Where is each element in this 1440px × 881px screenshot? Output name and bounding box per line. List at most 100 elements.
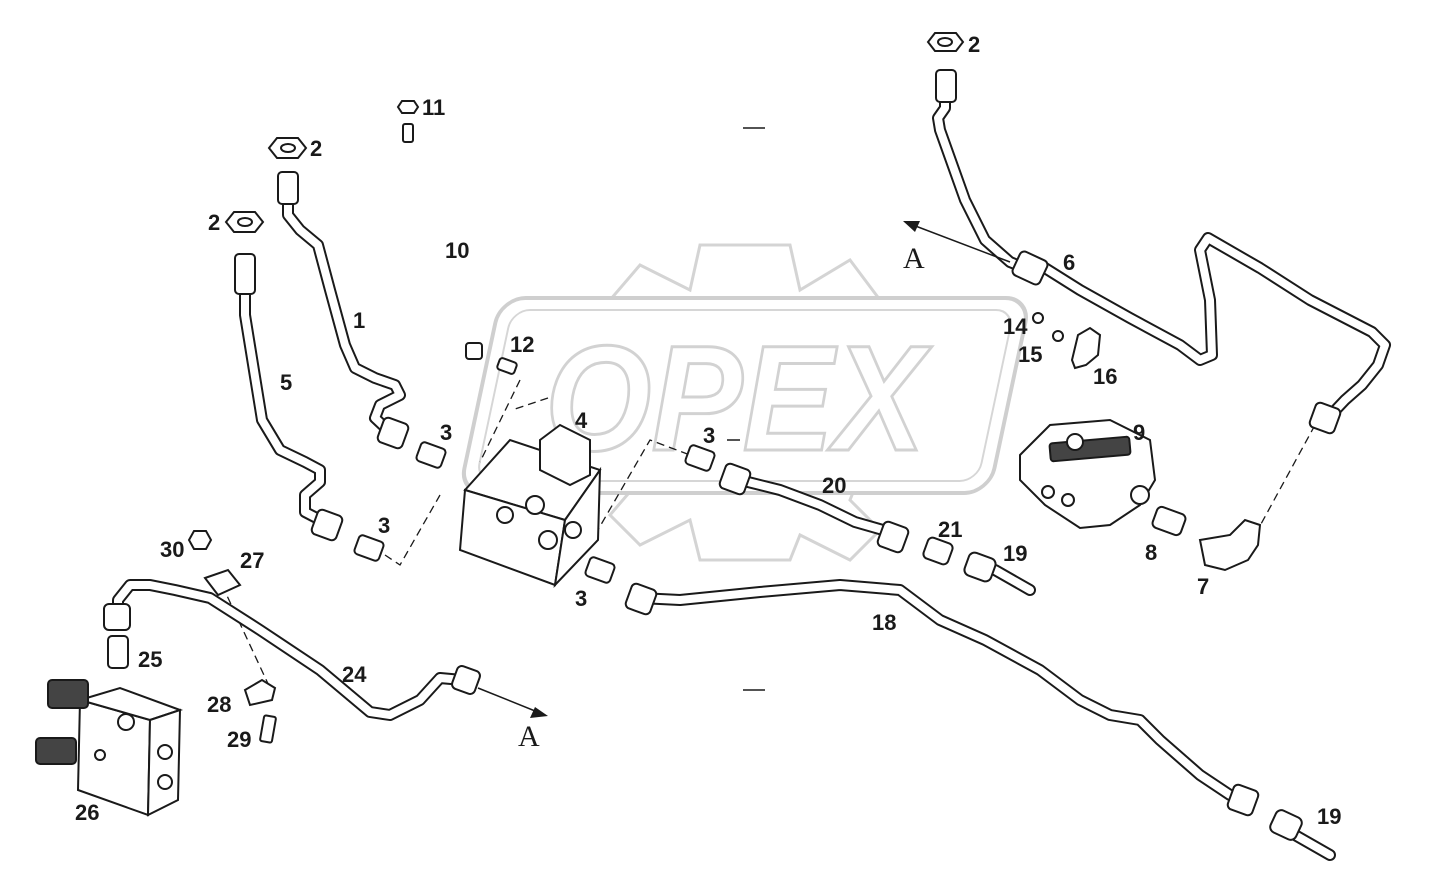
callout-19: 19: [1003, 541, 1027, 566]
callout-8: 8: [1145, 540, 1157, 565]
callout-26: 26: [75, 800, 99, 825]
thread-fitting: [277, 171, 299, 205]
callout-24: 24: [342, 662, 367, 687]
watermark-text: OPEX: [545, 314, 932, 482]
valve-port: [564, 521, 582, 539]
valve-9-port: [1130, 485, 1150, 505]
valve-port: [496, 506, 514, 524]
union-nut: [624, 582, 658, 616]
valve-26-side: [146, 708, 182, 817]
bolt-29: [259, 714, 277, 744]
thread-fitting: [402, 123, 414, 143]
valve-block-4: [458, 423, 602, 588]
pipe-18-inner: [636, 581, 1234, 799]
pipe-10-inner: [398, 140, 480, 346]
elbow-fitting-7: [1198, 518, 1262, 572]
fitting-25: [107, 635, 129, 669]
hex-nut-hole: [937, 37, 953, 47]
plate-27: [203, 568, 242, 597]
union-nut: [376, 416, 410, 450]
valve-26-solenoid: [47, 679, 89, 709]
hex-nut-hole: [237, 217, 253, 227]
callout-29: 29: [227, 727, 251, 752]
assembly-lines: [221, 379, 1316, 689]
pipe-20-inner: [736, 476, 894, 536]
callout-15: 15: [1018, 342, 1042, 367]
union-nut: [1011, 250, 1049, 286]
callout-2: 2: [208, 210, 220, 235]
callout-2: 2: [968, 32, 980, 57]
hex-nut-hole: [280, 143, 296, 153]
callout-6: 6: [1063, 250, 1075, 275]
pipe-1-inner: [284, 196, 404, 436]
valve-port: [538, 530, 558, 550]
union-nut: [1226, 783, 1260, 817]
callout-25: 25: [138, 647, 162, 672]
callout-11: 11: [422, 95, 445, 120]
valve-9-port: [1061, 493, 1075, 507]
callout-1: 1: [353, 308, 365, 333]
valve-26-port: [94, 749, 106, 761]
callout-2: 2: [310, 136, 322, 161]
callout-19: 19: [1317, 804, 1341, 829]
valve-26: [35, 679, 184, 817]
callout-7: 7: [1197, 574, 1209, 599]
assembly-line: [594, 439, 691, 536]
union-nut: [310, 508, 344, 542]
watermark-frame-outer: [461, 296, 1028, 495]
callout-21: 21: [938, 517, 962, 542]
callout-20: 20: [822, 473, 846, 498]
pipe-19-end-inner: [991, 566, 1034, 594]
callout-27: 27: [240, 548, 264, 573]
fitting-3: [684, 444, 716, 472]
callout-3: 3: [703, 423, 715, 448]
union-nut: [103, 603, 131, 631]
valve-cartridge: [539, 423, 591, 487]
clamp-16: [1070, 326, 1102, 370]
arrow-label-a: A: [903, 242, 925, 275]
callout-3: 3: [440, 420, 452, 445]
union-nut: [1308, 401, 1342, 435]
arrow-a-upper-head: [903, 221, 920, 232]
callout-16: 16: [1093, 364, 1117, 389]
assembly-line: [221, 584, 271, 689]
valve-26-solenoid: [35, 737, 77, 765]
callout-3: 3: [575, 586, 587, 611]
fitting-19: [963, 551, 997, 583]
callouts: 1 2 2 2 3 3 3 3 4 5 6 7 8 9 10 11 12 14 …: [75, 32, 1341, 829]
washer-15: [1052, 330, 1064, 342]
fitting-3: [584, 556, 616, 584]
valve-9: [1019, 418, 1157, 530]
valve-26-port: [117, 713, 135, 731]
fitting-3: [415, 441, 447, 469]
assembly-line: [384, 494, 441, 566]
callout-14: 14: [1003, 314, 1028, 339]
arrow-label-a: A: [518, 720, 540, 753]
union-nut: [876, 520, 910, 554]
valve-9-port: [1041, 485, 1055, 499]
pipe-6-inner: [934, 96, 1389, 422]
callout-3: 3: [378, 513, 390, 538]
callout-10: 10: [445, 238, 469, 263]
dash-markers: [727, 127, 765, 691]
fittings: [103, 32, 1342, 841]
nut-30: [187, 530, 213, 550]
valve-26-port: [157, 744, 173, 760]
union-nut: [451, 665, 481, 695]
callout-9: 9: [1133, 420, 1145, 445]
thread-fitting: [234, 253, 256, 295]
callout-4: 4: [575, 408, 588, 433]
valve-port: [525, 495, 545, 515]
valve-9-port: [1066, 433, 1084, 451]
pipes: [112, 94, 1391, 861]
thread-fitting: [935, 69, 957, 103]
arrow-a-upper-line: [904, 221, 1011, 263]
valve-26-port: [157, 774, 173, 790]
union-nut: [718, 462, 752, 496]
bracket-28: [243, 678, 277, 707]
pipe-19-end-inner: [1291, 831, 1334, 859]
pipe-5-inner: [241, 291, 334, 529]
assembly-line: [1254, 424, 1316, 536]
